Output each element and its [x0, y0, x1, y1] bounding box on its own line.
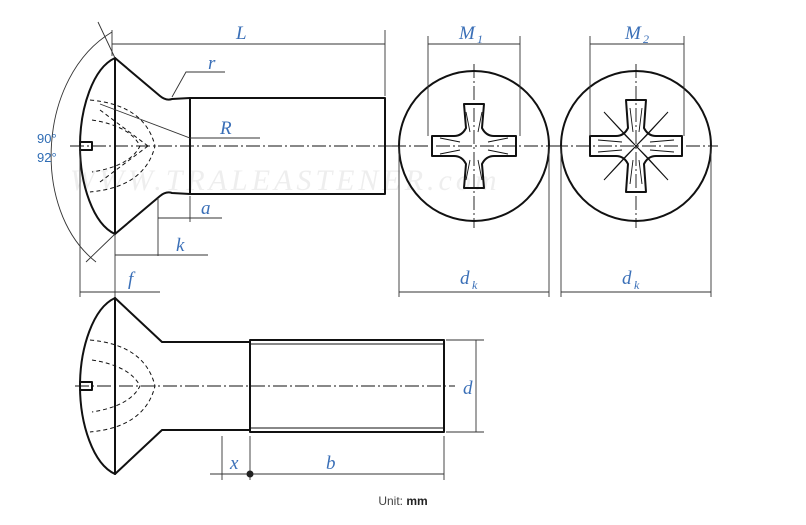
shank-outline — [189, 97, 386, 195]
recess-notch-bottom — [79, 381, 93, 391]
leader-r — [171, 71, 225, 98]
label-M1: M — [458, 23, 476, 44]
threaded-shank-outline — [249, 339, 445, 433]
leader-R — [99, 103, 260, 139]
recess-hidden-inner — [91, 119, 141, 173]
label-M2-subscript: 2 — [643, 32, 649, 46]
label-M2: M — [624, 23, 642, 44]
recess-hidden-line — [99, 145, 149, 183]
unit-caption-value: mm — [406, 494, 428, 508]
label-k: k — [176, 235, 185, 256]
cross-recess-1 — [431, 103, 517, 189]
angle-92-label: 92° — [37, 150, 57, 165]
screw-side-view-bottom — [75, 297, 455, 475]
dim-dot — [246, 470, 254, 478]
cross-recess-shading-2 — [597, 107, 675, 185]
recess-hidden-inner-bottom — [91, 359, 141, 413]
recess-hidden-outer — [89, 99, 156, 193]
recess-hidden-line — [99, 109, 149, 147]
label-d: d — [463, 378, 473, 399]
cross-recess-shading-1 — [439, 111, 509, 181]
unit-caption-prefix: Unit: — [378, 494, 407, 508]
label-R: R — [219, 118, 232, 139]
recess-notch — [79, 141, 93, 151]
label-dk1-subscript: k — [472, 278, 478, 292]
label-dk2: d — [622, 268, 632, 289]
label-b: b — [326, 453, 336, 474]
label-dk2-subscript: k — [634, 278, 640, 292]
countersink-lower-bottom — [114, 429, 251, 475]
label-x: x — [229, 453, 239, 474]
recess-hidden-outer-bottom — [89, 339, 156, 433]
label-dk1: d — [460, 268, 470, 289]
cross-recess-2 — [589, 99, 683, 193]
label-r: r — [208, 53, 216, 74]
label-a: a — [201, 198, 211, 219]
label-f: f — [128, 269, 136, 290]
head-angle-arc — [50, 31, 113, 263]
angle-90-label: 90° — [37, 131, 57, 146]
head-top-view-1 — [392, 64, 556, 228]
countersink-lower — [114, 191, 191, 235]
watermark: WWW.TRALEASTENER.com — [70, 164, 501, 197]
unit-caption: Unit: mm — [0, 494, 806, 508]
countersink-upper-bottom — [114, 297, 251, 343]
countersink-upper — [114, 57, 191, 101]
head-top-view-2 — [554, 64, 718, 228]
angle-extension-line — [85, 233, 116, 263]
screw-side-view-top — [70, 57, 395, 235]
label-L: L — [235, 23, 247, 44]
raised-head-outline-bottom — [79, 297, 116, 475]
pozi-star-rays — [603, 111, 669, 181]
label-M1-subscript: 1 — [477, 32, 483, 46]
